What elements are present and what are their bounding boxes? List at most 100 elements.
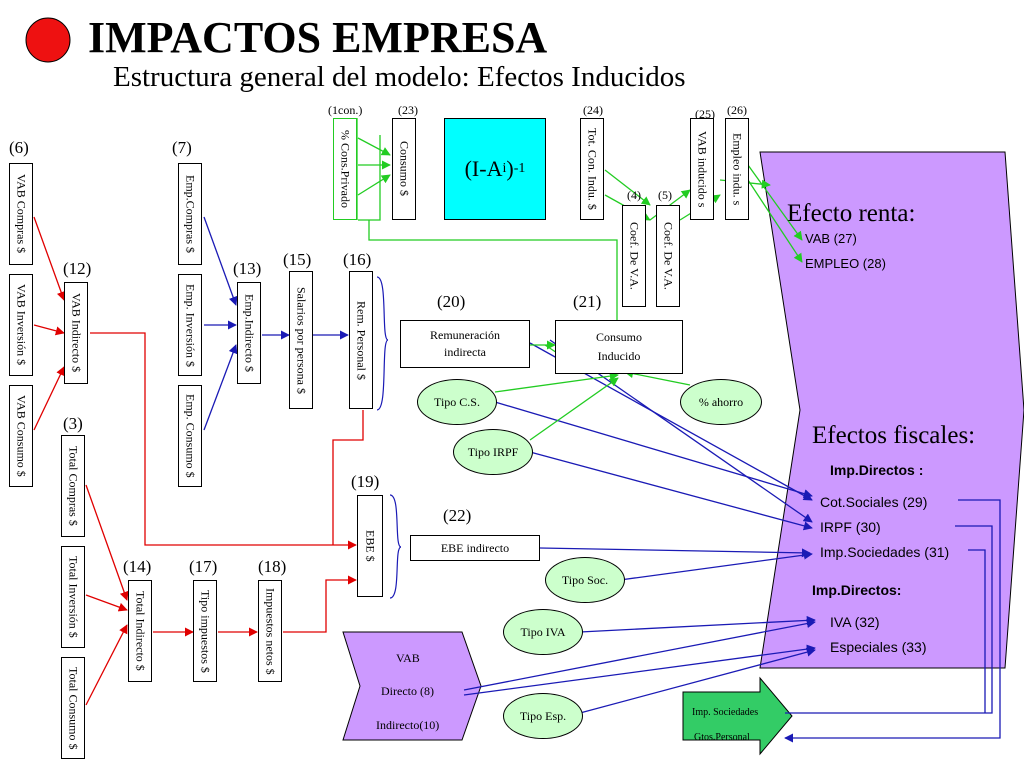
label-7: (7) [172,138,192,157]
ellipse-tipo-cs-text: Tipo C.S. [434,394,480,409]
box-rem-personal: Rem. Personal $ [349,271,373,409]
box-emp-inversion: Emp. Inversión $ [178,274,202,376]
panel-vab-27: VAB (27) [805,231,857,246]
matrix-text: (I-A [464,156,503,181]
label-18: (18) [258,557,287,576]
box-tot-con-text: Tot. Con. Indu. $ [585,128,600,210]
box-salarios: Salarios por persona $ [289,271,313,409]
box-vab-consumo-text: VAB Consumo $ [14,395,29,477]
box-total-inversion: Total Inversión $ [61,546,85,648]
box-ebe-text: EBE $ [363,530,378,562]
ellipse-tipo-soc-text: Tipo Soc. [561,572,609,587]
box-vab-indirecto-text: VAB Indirecto $ [69,293,84,373]
panel-efecto-renta: Efecto renta: [787,200,916,227]
box-consumo-text: Consumo $ [397,141,412,197]
box-consumo-inducido: Consumo Inducido [555,320,683,374]
box-coef-va-1: Coef. De V.A. [622,205,646,307]
ellipse-tipo-esp-text: Tipo Esp. [519,708,567,723]
box-emp-indirecto: Emp.Indirecto $ [237,282,261,384]
box-tot-con-indu: Tot. Con. Indu. $ [580,118,604,220]
label-19: (19) [351,472,380,491]
box-consumo-inducido-line1: Consumo [595,329,642,344]
ellipse-tipo-soc: Tipo Soc. [545,557,625,603]
label-17: (17) [189,557,218,576]
matrix-sub: i [502,161,507,176]
label-1con: (1con.) [328,103,363,117]
box-total-consumo: Total Consumo $ [61,657,85,759]
panel-especiales: Especiales (33) [830,639,927,655]
box-total-indirecto-text: Total Indirecto $ [133,591,148,671]
label-21: (21) [573,292,602,311]
box-total-consumo-text: Total Consumo $ [66,666,81,750]
panel-imp-sociedades: Imp.Sociedades (31) [820,544,950,560]
label-13: (13) [233,259,262,278]
box-emp-consumo-text: Emp. Consumo $ [183,394,198,478]
page-subtitle: Estructura general del modelo: Efectos I… [113,61,686,93]
ellipse-tipo-irpf-text: Tipo IRPF [467,444,519,459]
box-coef-va-2: Coef. De V.A. [656,205,680,307]
box-ebe-indirecto: EBE indirecto [410,535,540,561]
results-panel [759,151,1024,669]
vab-pentagon-directo: Directo (8) [381,684,434,698]
box-ebe: EBE $ [357,495,383,597]
green-block-arrow [682,676,793,756]
ellipse-tipo-iva-text: Tipo IVA [520,624,566,639]
box-ebe-indirecto-text: EBE indirecto [440,540,510,555]
red-connectors [33,216,364,706]
label-22: (22) [443,506,472,525]
box-empleo-indu: Empleo indu. s [725,118,749,220]
ellipse-ahorro: % ahorro [680,379,762,425]
green-arrow-line1: Imp. Sociedades [692,707,759,718]
label-14: (14) [123,557,152,576]
box-vab-inversion: VAB Inversión $ [9,274,33,376]
label-6: (6) [9,138,29,157]
box-total-compras: Total Compras $ [61,435,85,537]
box-total-indirecto: Total Indirecto $ [128,580,152,682]
label-23: (23) [398,103,418,117]
box-tipo-impuestos: Tipo impuestos $ [193,580,217,682]
box-vab-inducido: VAB inducido s [690,118,714,220]
panel-cot-sociales: Cot.Sociales (29) [820,494,928,510]
label-5: (5) [658,188,672,202]
box-total-compras-text: Total Compras $ [66,446,81,526]
box-emp-inversion-text: Emp. Inversión $ [183,283,198,367]
panel-imp-directos-2: Imp.Directos: [812,582,902,598]
box-rem-personal-text: Rem. Personal $ [354,300,369,380]
label-25: (25) [695,107,715,121]
label-3: (3) [63,414,83,433]
box-vab-inversion-text: VAB Inversión $ [14,284,29,366]
box-vab-compras-text: VAB Compras $ [14,174,29,254]
ellipse-ahorro-text: % ahorro [698,394,744,409]
box-vab-inducido-text: VAB inducido s [695,130,710,208]
label-26: (26) [727,103,747,117]
box-empleo-indu-text: Empleo indu. s [730,132,745,206]
panel-irpf: IRPF (30) [820,519,881,535]
brace-ebe [389,494,402,599]
box-emp-compras-text: Emp.Compras $ [183,175,198,253]
label-15: (15) [283,250,312,269]
label-4: (4) [627,188,641,202]
box-remuneracion-indirecta: Remuneración indirecta [400,320,530,368]
ellipse-tipo-irpf: Tipo IRPF [453,429,533,475]
matrix-sup: -1 [513,161,526,176]
brace-rem-personal [376,276,389,411]
matrix-close: ) [506,156,514,181]
label-16: (16) [343,250,372,269]
vab-pentagon-indirecto: Indirecto(10) [376,718,440,732]
green-arrow-line2: Gtos.Personal [694,732,750,743]
label-12: (12) [63,259,92,278]
box-vab-consumo: VAB Consumo $ [9,385,33,487]
box-tipo-impuestos-text: Tipo impuestos $ [198,589,213,673]
ellipse-tipo-esp: Tipo Esp. [503,693,583,739]
panel-efectos-fiscales: Efectos fiscales: [812,422,976,449]
box-total-inversion-text: Total Inversión $ [66,556,81,638]
ellipse-tipo-cs: Tipo C.S. [417,379,497,425]
label-20: (20) [437,292,466,311]
vab-pentagon [342,631,482,741]
panel-iva: IVA (32) [830,614,880,630]
box-impuestos-netos: Impuestos netos $ [258,580,282,682]
panel-imp-directos: Imp.Directos : [830,462,924,478]
label-24: (24) [583,103,603,117]
box-vab-compras: VAB Compras $ [9,163,33,265]
